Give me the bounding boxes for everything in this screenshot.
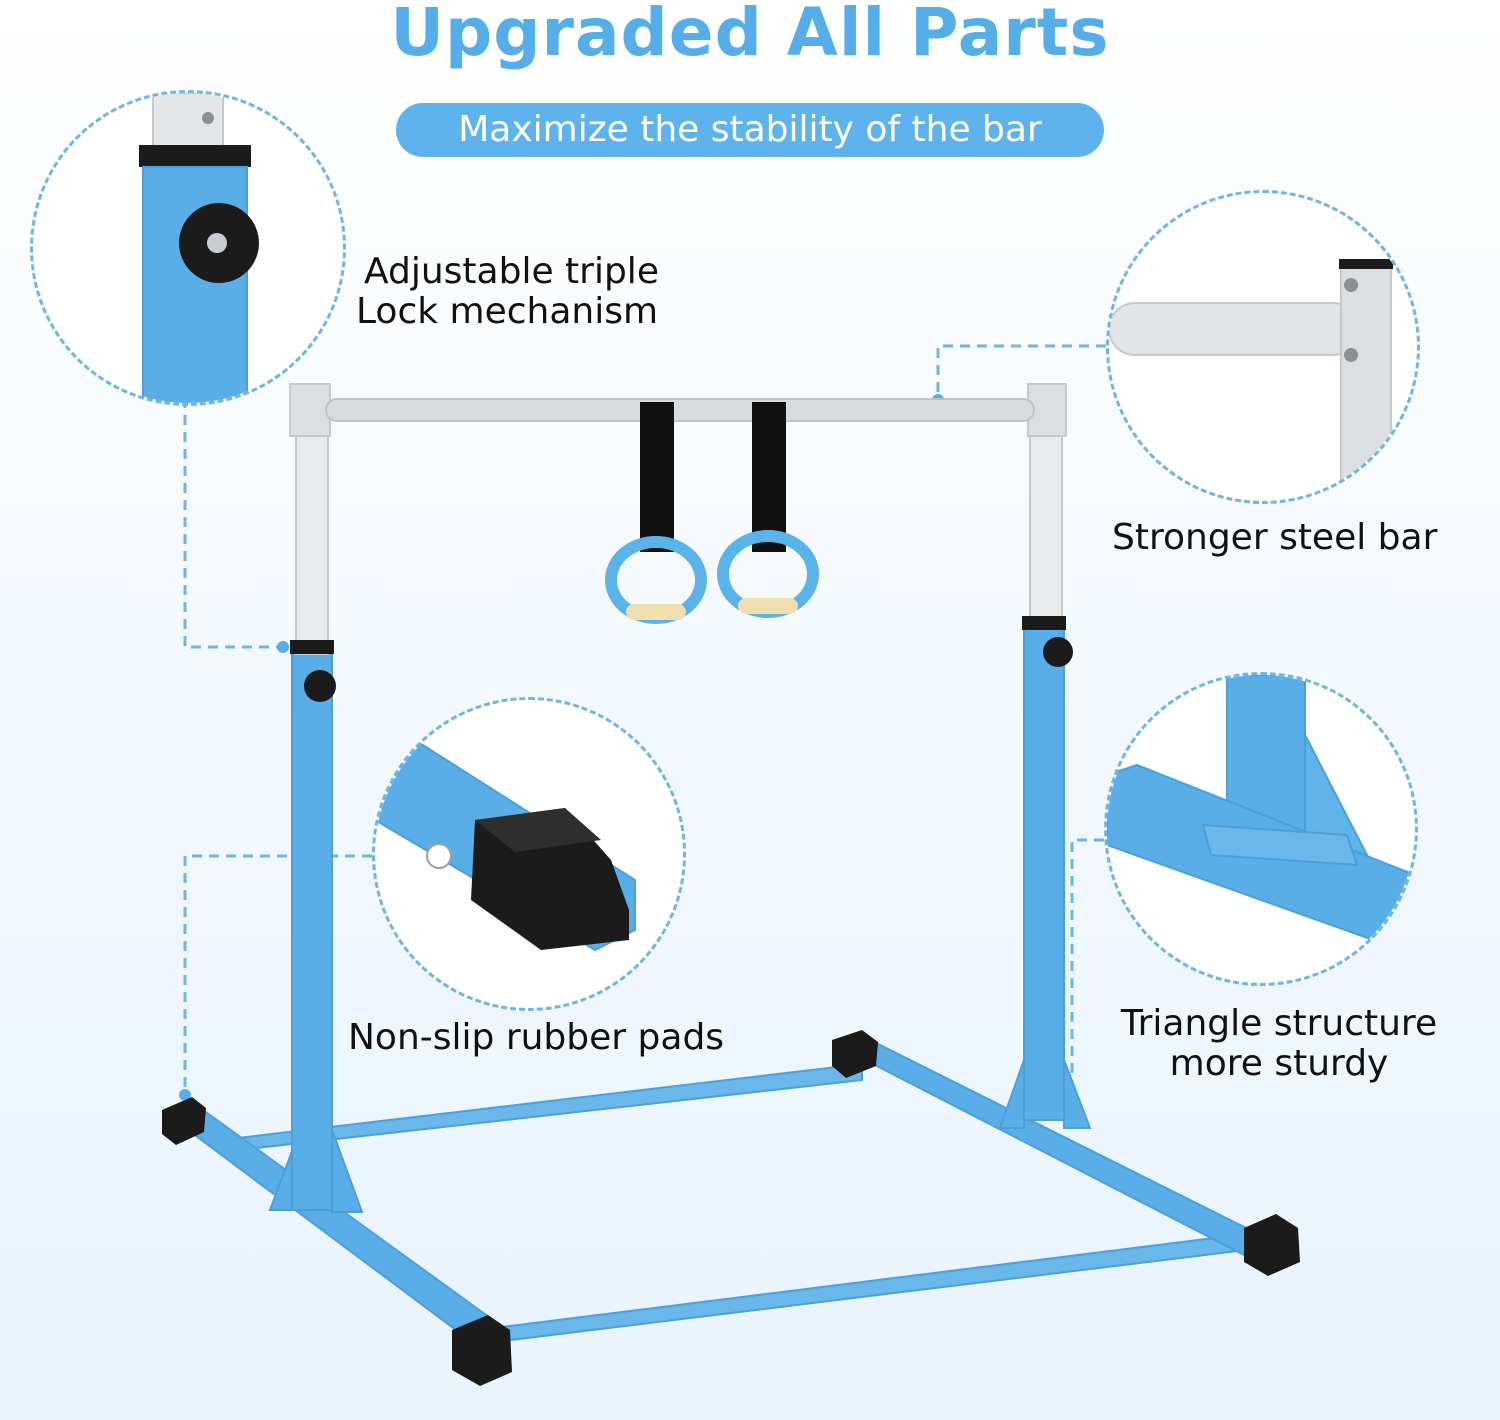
front-cross-rail <box>477 1230 1263 1346</box>
feature-lock-line2: Lock mechanism <box>356 291 659 332</box>
base-frame <box>166 1036 1272 1347</box>
left-lock-knob <box>304 670 336 702</box>
left-collar <box>290 640 334 654</box>
subtitle-pill: Maximize the stability of the bar <box>396 103 1104 157</box>
leader-bar <box>936 344 1106 398</box>
inner-steel-tube <box>152 93 224 154</box>
feature-bar-line1: Stronger steel bar <box>1112 517 1438 558</box>
tube-hole <box>426 843 452 869</box>
callout-triangle-structure <box>1104 672 1418 986</box>
bracket-cap <box>1339 259 1393 269</box>
gym-rings <box>605 402 819 624</box>
feature-label-triangle: Triangle structure more sturdy <box>1104 1004 1454 1084</box>
right-collar <box>1022 616 1066 630</box>
blue-outer-tube <box>142 166 248 403</box>
bar-tube <box>1109 302 1360 356</box>
left-ring-grip <box>626 604 686 620</box>
pad-top <box>475 808 601 852</box>
feature-triangle-line2: more sturdy <box>1169 1043 1389 1084</box>
left-bar-bracket <box>289 383 331 437</box>
base-plate <box>1201 823 1359 867</box>
black-sleeve <box>139 145 251 167</box>
leader-lock <box>183 398 283 649</box>
right-strap <box>752 402 786 552</box>
left-lower-tube <box>291 649 333 1211</box>
feature-label-lock: Adjustable triple Lock mechanism <box>356 252 659 332</box>
feature-triangle-line1: Triangle structure <box>1120 1003 1438 1044</box>
right-gusset-right <box>1063 1059 1092 1129</box>
feature-pads-line1: Non-slip rubber pads <box>348 1017 725 1058</box>
bracket-bolt-top <box>1344 278 1358 292</box>
callout-steel-bar <box>1106 190 1420 504</box>
foot-front-left <box>452 1315 512 1386</box>
right-ring-grip <box>738 598 798 614</box>
bracket-bolt-bottom <box>1344 348 1358 362</box>
feature-label-pads: Non-slip rubber pads <box>348 1018 724 1058</box>
feature-lock-line1: Adjustable triple <box>364 251 659 292</box>
knob-bolt <box>207 233 227 253</box>
foot-back-left <box>162 1097 206 1145</box>
callout-rubber-pads <box>372 697 686 1011</box>
bar-bracket <box>1340 262 1392 501</box>
leader-pads <box>183 854 372 1093</box>
right-lock-knob <box>1043 637 1073 667</box>
leader-dot-pads <box>179 1089 191 1101</box>
feature-label-bar: Stronger steel bar <box>1112 518 1437 558</box>
right-lower-tube <box>1023 619 1065 1121</box>
page-title: Upgraded All Parts <box>390 0 1110 71</box>
callout-lock-mechanism <box>30 90 346 406</box>
foot-front-right <box>1244 1214 1300 1276</box>
tube-hole <box>202 112 214 124</box>
right-gusset <box>998 1059 1025 1129</box>
left-gusset-right <box>331 1129 364 1213</box>
left-upright <box>268 383 364 1213</box>
right-upright <box>998 383 1092 1129</box>
rubber-feet <box>162 1030 1300 1386</box>
leader-dot-lock <box>277 641 289 653</box>
left-strap <box>640 402 674 552</box>
steel-bar <box>325 398 1035 422</box>
foot-back-right <box>832 1030 878 1078</box>
